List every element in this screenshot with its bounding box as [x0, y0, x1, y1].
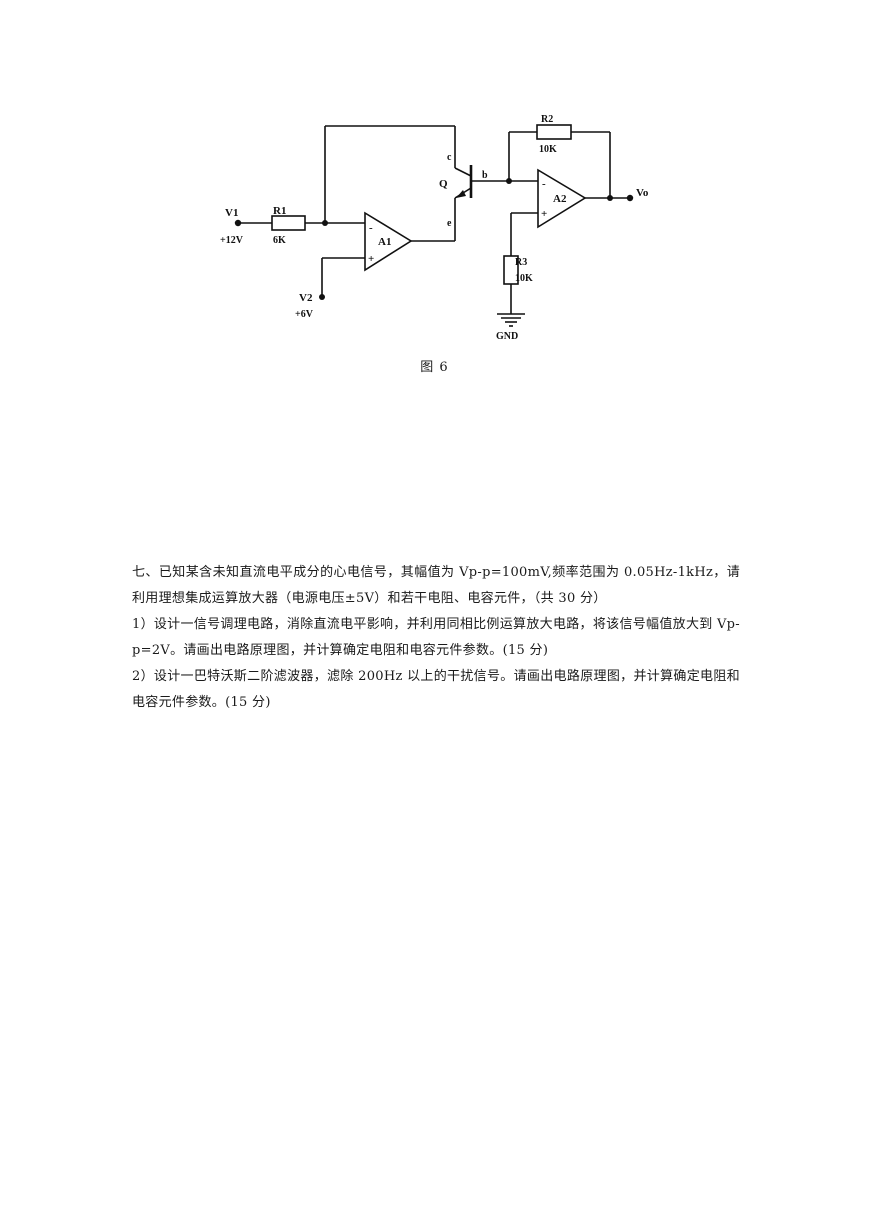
- a2-minus-sign: -: [542, 178, 546, 190]
- r3-label: R3: [515, 257, 527, 268]
- a2-label: A2: [553, 193, 567, 205]
- question-part-2: 2）设计一巴特沃斯二阶滤波器，滤除 200Hz 以上的干扰信号。请画出电路原理图…: [132, 669, 740, 710]
- a2-plus-sign: +: [541, 208, 547, 220]
- circuit-diagram: V1 +12V R1 6K V2 +6V - + A1 c Q e b R2 1…: [220, 114, 649, 342]
- r3-value-label: 10K: [515, 273, 533, 284]
- figure-caption: 图 6: [420, 360, 449, 375]
- v1-label: V1: [225, 207, 238, 219]
- v2-terminal: [319, 294, 325, 300]
- v2-label: V2: [299, 292, 313, 304]
- pin-e-label: e: [447, 218, 452, 229]
- a1-opamp: [364, 211, 413, 272]
- ground-symbol: [497, 313, 525, 327]
- q-label: Q: [439, 178, 448, 190]
- v1-value-label: +12V: [220, 235, 244, 246]
- circuit-figure: V1 +12V R1 6K V2 +6V - + A1 c Q e b R2 1…: [215, 110, 660, 350]
- vo-terminal: [626, 194, 634, 202]
- output-node: [607, 195, 613, 201]
- vo-label: Vo: [636, 187, 649, 199]
- a1-plus-sign: +: [368, 253, 374, 265]
- pin-c-label: c: [447, 152, 452, 163]
- a1-label: A1: [378, 236, 391, 248]
- r2-value-label: 10K: [539, 144, 557, 155]
- question-block: 七、已知某含未知直流电平成分的心电信号，其幅值为 Vp-p=100mV,频率范围…: [132, 560, 740, 716]
- a1-minus-sign: -: [369, 222, 373, 234]
- r1-resistor: [271, 215, 306, 231]
- r1-label: R1: [273, 205, 286, 217]
- v2-value-label: +6V: [295, 309, 314, 320]
- question-intro: 七、已知某含未知直流电平成分的心电信号，其幅值为 Vp-p=100mV,频率范围…: [132, 565, 740, 606]
- question-part-1: 1）设计一信号调理电路，消除直流电平影响，并利用同相比例运算放大电路，将该信号幅…: [132, 617, 740, 658]
- r2-label: R2: [541, 114, 553, 125]
- r1-value-label: 6K: [273, 235, 286, 246]
- r2-resistor: [536, 124, 572, 140]
- pin-b-label: b: [482, 170, 488, 181]
- a2-opamp: [537, 168, 587, 229]
- gnd-label: GND: [496, 331, 518, 342]
